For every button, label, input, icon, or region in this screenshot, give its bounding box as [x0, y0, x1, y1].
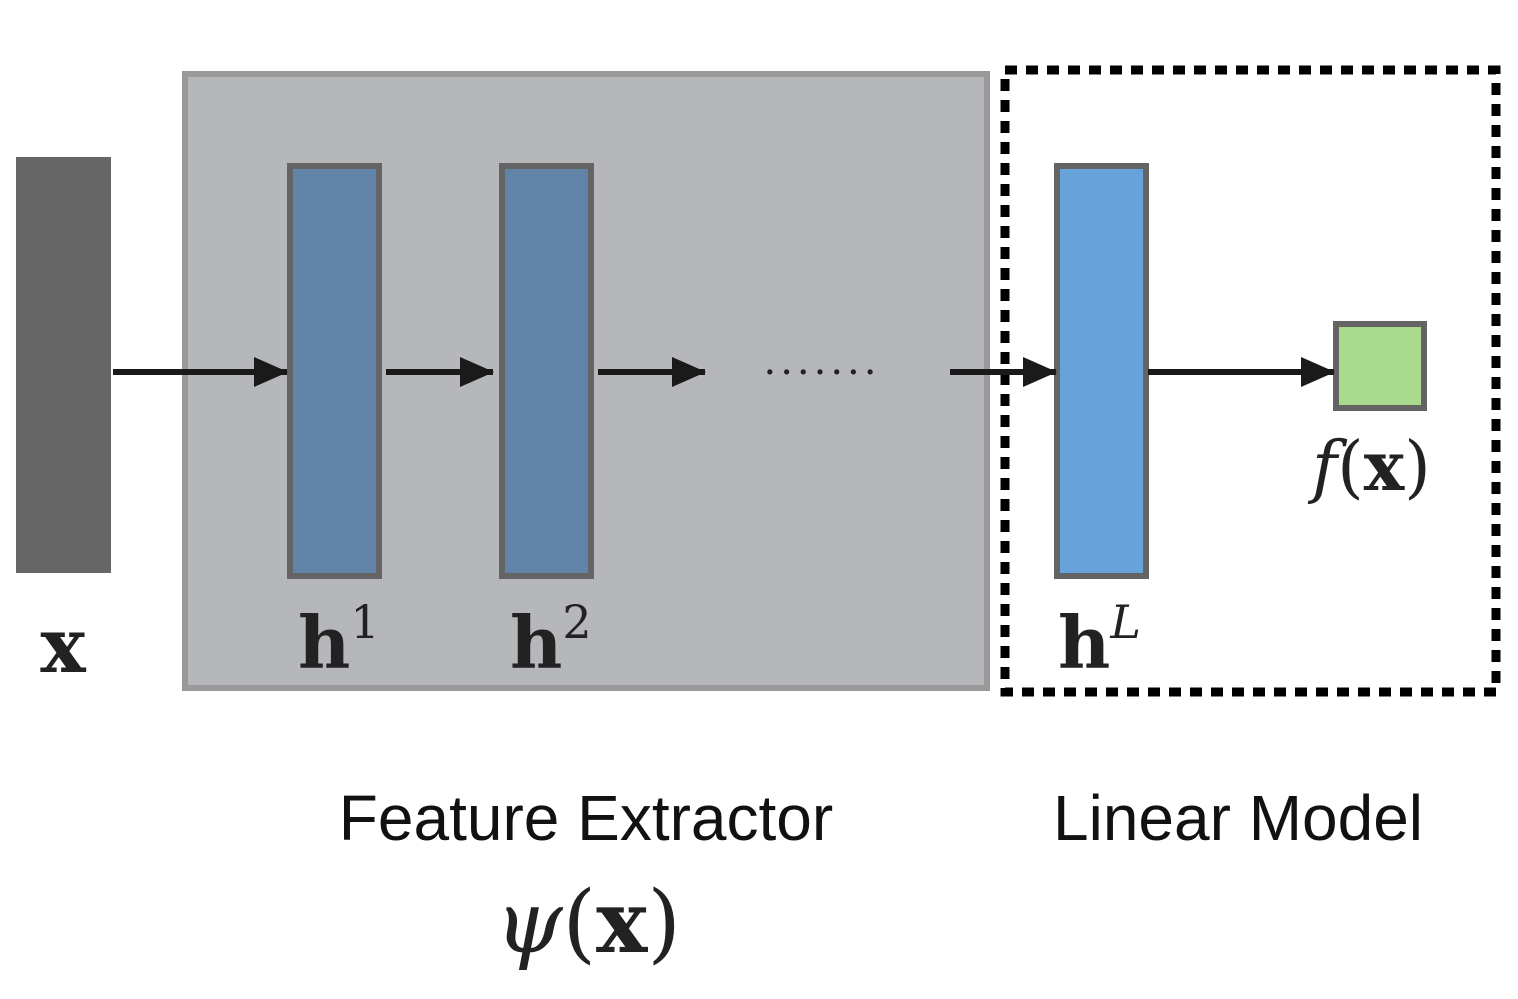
input-block [16, 157, 111, 573]
hidden-layer-1-label: h1 [298, 595, 380, 685]
output-label: f(x) [1307, 427, 1431, 507]
input-label: x [40, 601, 86, 690]
hidden-layer-l-label: hL [1058, 595, 1141, 685]
linear-model-caption: Linear Model [1053, 782, 1423, 854]
hidden-layer-1-block [287, 163, 382, 579]
feature-extractor-caption: Feature Extractor [339, 782, 833, 854]
hidden-layer-2-label: h2 [510, 595, 592, 685]
output-block [1333, 321, 1427, 411]
hidden-layer-l-block [1054, 163, 1149, 579]
hidden-layer-2-block [499, 163, 594, 579]
ellipsis: ....... [763, 338, 880, 384]
linear-model-region [1000, 65, 1501, 697]
feature-extractor-formula: ψ(x) [495, 872, 681, 973]
